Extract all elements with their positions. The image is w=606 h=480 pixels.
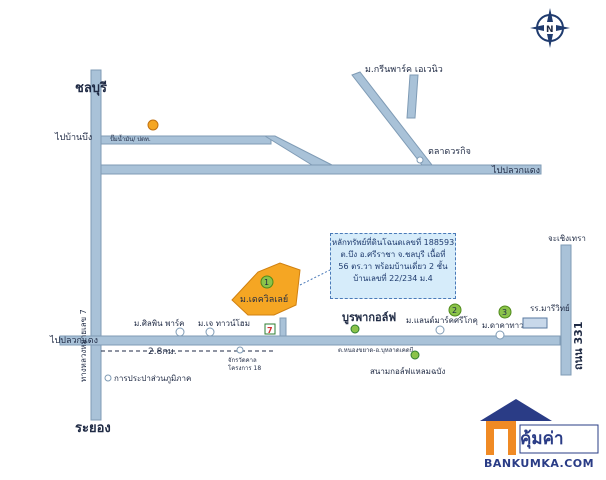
label-project-name: ม.เดควิลเลย์ (240, 293, 288, 305)
label-siriwan-park: ม.ศิลพิน พาร์ค (134, 318, 185, 328)
label-chonburi: ชลบุรี (75, 80, 107, 96)
logo-text: คุ้มค่า (520, 429, 564, 449)
info-line-1: หลักทรัพย์ที่ดินโฉนดเลขที่ 188593 (331, 238, 455, 247)
logo-subtitle: BANKUMKA.COM (484, 457, 595, 470)
landmark-pin (435, 325, 445, 335)
label-motor-station: จักรวัดคาล (228, 357, 257, 364)
label-m-the-city: ม.ดาคาทาวน์ (482, 320, 530, 330)
siriwan-marker (175, 327, 185, 337)
the-city-pin (495, 330, 505, 340)
project-plot (231, 262, 301, 316)
compass-icon: N (530, 8, 570, 48)
seven-eleven-icon (264, 323, 276, 335)
label-m-landmark: ม.แลนด์มาร์คศรีโกคุ (406, 315, 478, 325)
marker-2 (448, 303, 462, 317)
label-rayong: ระยอง (75, 421, 111, 436)
green-park-road-branch (406, 74, 419, 119)
info-line-2: ต.บึง อ.ศรีราชา จ.ชลบุรี เนื้อที่ (340, 250, 446, 259)
golf-park-icon (410, 350, 420, 360)
marker-2-number: 2 (452, 306, 457, 315)
label-highway-7: ทางหลวงหมายเลข 7 (79, 309, 88, 382)
marker-3-number: 3 (502, 308, 507, 317)
label-golf-park: สนามกอล์ฟแหลมฉบัง (370, 366, 445, 376)
svg-text:N: N (546, 25, 554, 35)
label-to-ban-bueng: ไปบ้านบึง (54, 132, 92, 143)
property-info-box: หลักทรัพย์ที่ดินโฉนดเลขที่ 188593 ต.บึง … (330, 233, 456, 299)
lower-road (59, 335, 561, 346)
motor-station-marker (236, 346, 244, 354)
seven-eleven-label: 7 (267, 326, 273, 335)
label-junction-right: จะเชิงเทรา (548, 234, 586, 243)
marker-1-number: 1 (264, 278, 269, 287)
marker-1 (260, 275, 274, 289)
label-motor-station-sub: โครงการ 18 (228, 364, 261, 372)
label-golf-sub: ต.หนองขยาด-อ.บุหลาดเคดบี (338, 346, 414, 354)
label-green-park: ม.กรีนพาร์ค เอเวนิว (365, 63, 443, 75)
label-school: รร.มารีวิทย์ (530, 303, 570, 313)
label-road-331: ถนน 331 (572, 322, 585, 371)
road-331 (560, 244, 572, 376)
gas-station-icon (147, 119, 159, 131)
label-gas-station: ปั๊มน้ำมัน/ ปตท. (110, 133, 151, 143)
label-golf: บูรพากอล์ฟ (342, 311, 396, 325)
house-logo-icon (480, 399, 599, 455)
label-to-pluak-daeng-left: ไปปลวกแดง (49, 335, 98, 346)
label-water-authority: การประปาส่วนภูมิภาค (114, 374, 191, 384)
golf-icon (350, 324, 360, 334)
market-marker (416, 156, 424, 164)
label-market: ตลาดวรกิจ (428, 146, 471, 157)
spur-road-1 (279, 317, 287, 337)
info-line-4: บ้านเลขที่ 22/234 ม.4 (353, 274, 433, 283)
bankumka-logo: คุ้มค่า BANKUMKA.COM (476, 395, 602, 477)
label-distance: 2.8กม. (148, 347, 177, 357)
middle-road (100, 164, 542, 175)
highway-7-road (90, 69, 102, 421)
m-je-marker (205, 327, 215, 337)
info-connector (299, 269, 331, 286)
label-to-pluak-daeng-right: ไปปลวกแดง (491, 165, 540, 176)
info-line-3: 56 ตร.วา พร้อมบ้านเดี่ยว 2 ชั้น (338, 262, 448, 271)
marker-3 (498, 305, 512, 319)
label-m-je: ม.เจ ทาวน์โฮม (198, 318, 250, 328)
school-icon (522, 317, 548, 329)
green-park-road (351, 71, 434, 166)
water-authority-marker (104, 374, 112, 382)
